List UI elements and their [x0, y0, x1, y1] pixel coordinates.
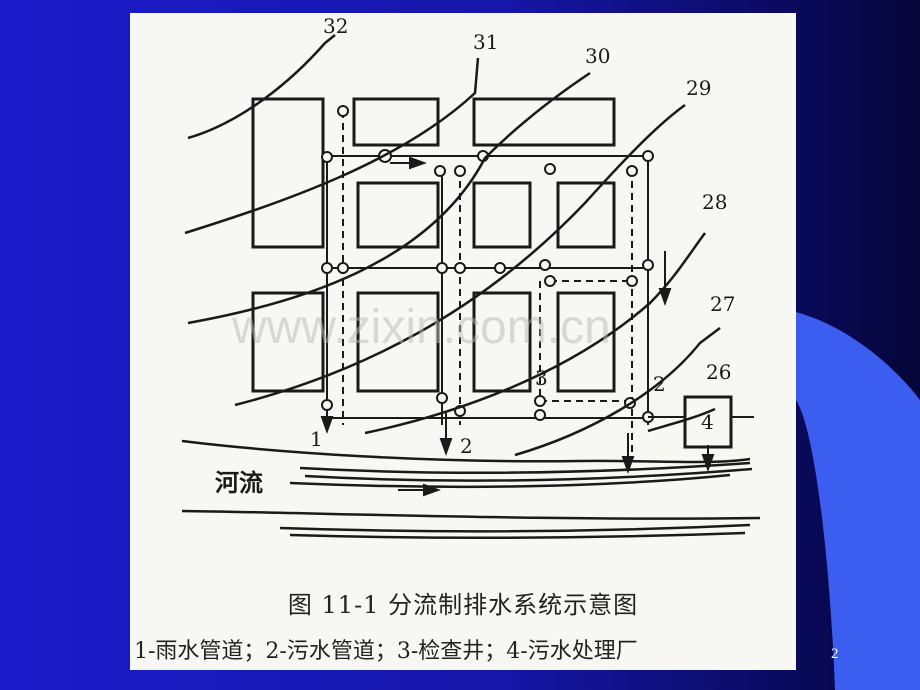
- drainage-diagram: 32 31 30 29 28 27 26 1 2 3 2 4: [181, 14, 761, 540]
- rain-pipe-label: 1: [310, 427, 323, 451]
- river: [181, 439, 761, 540]
- block: [356, 291, 440, 393]
- drainage-diagram-figure: 32 31 30 29 28 27 26 1 2 3 2 4: [130, 13, 796, 670]
- treatment-plant: [683, 395, 733, 449]
- block: [352, 97, 440, 147]
- block: [472, 181, 532, 249]
- page-number: 2: [831, 646, 839, 662]
- treatment-plant-label: 4: [701, 410, 714, 434]
- watermark: www.zixin.com.cn: [231, 301, 611, 354]
- contour-label: 26: [706, 360, 731, 384]
- block: [472, 97, 616, 147]
- sewage-pipe-label: 2: [653, 372, 666, 396]
- contour-label: 32: [323, 14, 348, 38]
- sewage-pipe-label: 2: [460, 434, 473, 458]
- block: [251, 97, 325, 249]
- manhole-label: 3: [535, 366, 548, 390]
- contour-label: 29: [686, 76, 711, 100]
- block: [356, 181, 440, 249]
- manholes: [321, 105, 654, 423]
- block: [251, 291, 325, 393]
- block: [556, 291, 616, 393]
- figure-caption: 图 11-1 分流制排水系统示意图: [287, 591, 639, 619]
- contour-label: 27: [710, 292, 735, 316]
- rain-pipes: [326, 155, 650, 425]
- contour-label: 31: [473, 30, 498, 54]
- city-blocks: [251, 97, 616, 393]
- contour-label: 30: [585, 44, 610, 68]
- block: [556, 181, 616, 249]
- contour-labels: 32 31 30 29 28 27 26: [323, 14, 735, 384]
- figure-legend: 1-雨水管道；2-污水管道；3-检查井；4-污水处理厂: [134, 639, 638, 664]
- river-label: 河流: [215, 468, 263, 497]
- contour-label: 28: [702, 190, 727, 214]
- pipe-labels: 1 2 3 2: [310, 366, 666, 458]
